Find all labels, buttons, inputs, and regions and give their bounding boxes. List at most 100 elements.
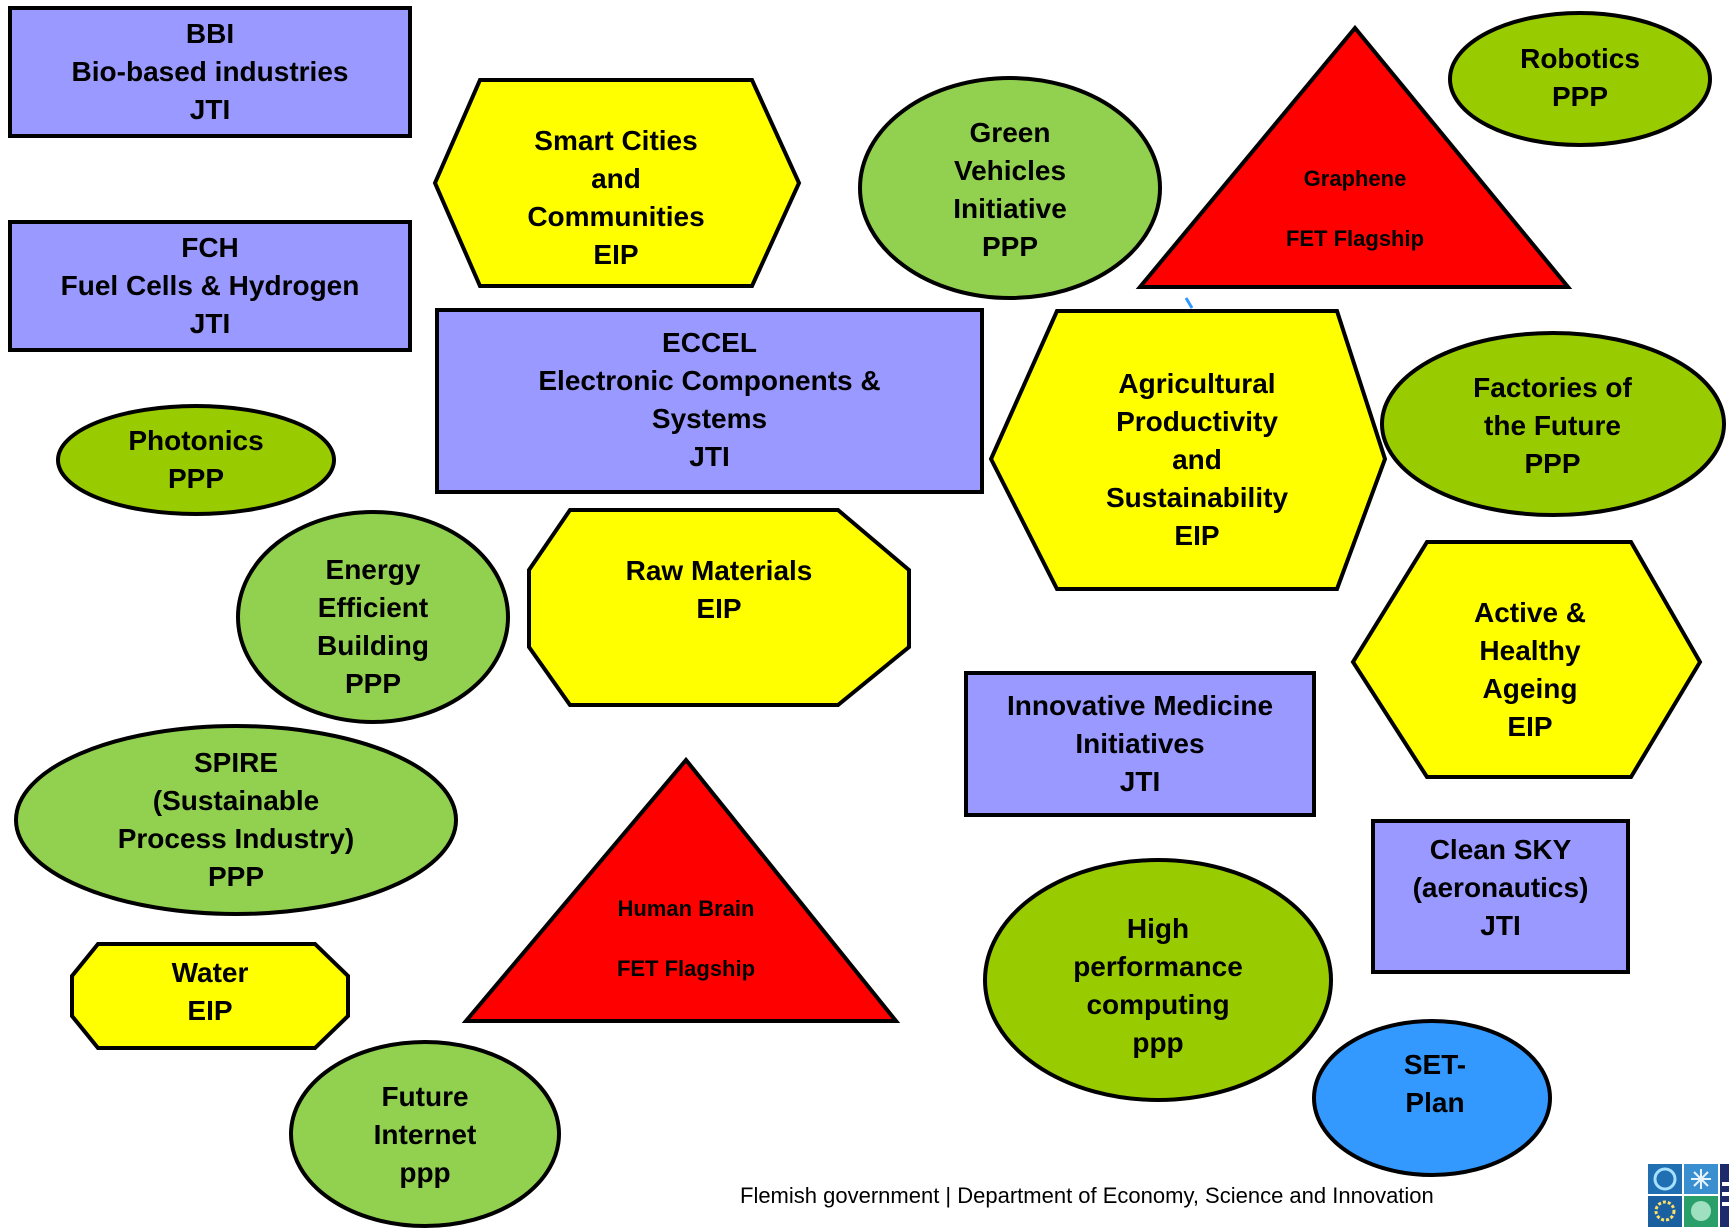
eccel-line-2: Electronic Components & <box>538 365 881 396</box>
graphene-line-1: Graphene <box>1303 166 1407 191</box>
set-plan-line-2: Plan <box>1405 1087 1465 1118</box>
water-label: Water EIP <box>72 952 348 1032</box>
ahag-line-1: Active & <box>1473 597 1587 628</box>
bbi-label: BBI Bio-based industries JTI <box>10 8 410 136</box>
connector-mark <box>1184 297 1194 309</box>
factories-line-2: the Future <box>1484 410 1621 441</box>
eccel-line-3: Systems <box>651 403 768 434</box>
ahag-line-4: EIP <box>1507 711 1553 742</box>
agricultural-line-3: and <box>1172 444 1222 475</box>
fch-label: FCH Fuel Cells & Hydrogen JTI <box>10 222 410 350</box>
eccel-box <box>435 308 984 494</box>
agricultural-line-5: EIP <box>1174 520 1220 551</box>
factories-future-label: Factories of the Future PPP <box>1420 366 1685 486</box>
robotics-line-1: Robotics <box>1520 43 1640 74</box>
set-plan-ellipse <box>1312 1019 1552 1177</box>
bbi-box <box>8 6 412 138</box>
eeb-line-1: Energy <box>325 554 421 585</box>
clean-sky-label: Clean SKY (aeronautics) JTI <box>1373 826 1628 950</box>
hpc-line-3: computing <box>1086 989 1230 1020</box>
eeb-line-4: PPP <box>344 668 402 699</box>
graphene-line-3: FET Flagship <box>1285 226 1425 251</box>
factories-line-3: PPP <box>1524 448 1581 479</box>
ewi-logo <box>1646 1162 1729 1229</box>
active-healthy-ageing-label: Active & Healthy Ageing EIP <box>1420 590 1640 750</box>
water-octagon <box>70 942 350 1050</box>
spire-line-4: PPP <box>207 861 265 892</box>
fch-line-2: Fuel Cells & Hydrogen <box>60 270 360 301</box>
human-brain-line-3: FET Flagship <box>616 956 756 981</box>
bbi-line-2: Bio-based industries <box>71 56 349 87</box>
future-internet-label: Future Internet ppp <box>310 1075 540 1195</box>
hpc-line-4: ppp <box>1132 1027 1184 1058</box>
hpc-line-1: High <box>1126 913 1190 944</box>
hpc-line-2: performance <box>1073 951 1243 982</box>
green-vehicles-label: Green Vehicles Initiative PPP <box>880 110 1140 270</box>
clean-sky-line-1: Clean SKY <box>1429 834 1572 865</box>
factories-line-1: Factories of <box>1473 372 1632 403</box>
green-vehicles-line-1: Green <box>969 117 1051 148</box>
clean-sky-line-3: JTI <box>1480 910 1521 941</box>
innovative-medicine-line-1: Innovative Medicine <box>1006 690 1274 721</box>
photonics-ellipse <box>56 404 336 516</box>
smart-cities-label: Smart Cities and Communities EIP <box>480 118 752 278</box>
footer-text: Flemish government | Department of Econo… <box>740 1183 1434 1208</box>
robotics-ellipse <box>1448 11 1712 147</box>
eeb-line-2: Efficient <box>317 592 429 623</box>
smart-cities-line-1: Smart Cities <box>534 125 698 156</box>
agricultural-line-1: Agricultural <box>1118 368 1276 399</box>
raw-materials-label: Raw Materials EIP <box>529 548 909 632</box>
photonics-label: Photonics PPP <box>58 410 334 510</box>
spire-label: SPIRE (Sustainable Process Industry) PPP <box>40 740 432 900</box>
bbi-line-3: JTI <box>189 94 231 125</box>
agricultural-label: Agricultural Productivity and Sustainabi… <box>1057 360 1337 560</box>
photonics-line-1: Photonics <box>128 425 264 456</box>
fch-box <box>8 220 412 352</box>
human-brain-line-1: Human Brain <box>617 896 755 921</box>
green-vehicles-line-3: Initiative <box>953 193 1067 224</box>
energy-efficient-building-ellipse <box>236 510 510 724</box>
high-performance-computing-label: High performance computing ppp <box>1010 906 1306 1066</box>
eeb-line-3: Building <box>317 630 429 661</box>
eccel-line-4: JTI <box>689 441 730 472</box>
smart-cities-hexagon <box>432 78 802 288</box>
green-vehicles-ellipse <box>858 76 1162 300</box>
human-brain-label: Human Brain FET Flagship <box>560 884 812 994</box>
eccel-label: ECCEL Electronic Components & Systems JT… <box>437 320 982 480</box>
graphene-triangle <box>1135 24 1573 289</box>
innovative-medicine-label: Innovative Medicine Initiatives JTI <box>966 682 1314 806</box>
fch-line-3: JTI <box>189 308 231 339</box>
set-plan-line-1: SET- <box>1403 1049 1467 1080</box>
innovative-medicine-line-2: Initiatives <box>1075 728 1205 759</box>
green-vehicles-line-4: PPP <box>981 231 1039 262</box>
active-healthy-ageing-hexagon <box>1350 540 1703 779</box>
robotics-label: Robotics PPP <box>1470 38 1690 118</box>
ahag-line-3: Ageing <box>1482 673 1578 704</box>
ahag-line-2: Healthy <box>1479 635 1581 666</box>
raw-materials-octagon <box>527 508 911 707</box>
robotics-line-2: PPP <box>1551 81 1609 112</box>
agricultural-line-4: Sustainability <box>1105 482 1289 513</box>
fch-line-1: FCH <box>181 232 239 263</box>
water-line-2: EIP <box>187 995 233 1026</box>
future-internet-line-2: Internet <box>373 1119 477 1150</box>
eccel-line-1: ECCEL <box>662 327 757 358</box>
bbi-line-1: BBI <box>185 18 235 49</box>
high-performance-computing-ellipse <box>983 858 1333 1102</box>
smart-cities-line-2: and <box>591 163 641 194</box>
clean-sky-box <box>1371 819 1630 974</box>
factories-future-ellipse <box>1380 331 1726 517</box>
agricultural-line-2: Productivity <box>1116 406 1278 437</box>
energy-efficient-building-label: Energy Efficient Building PPP <box>260 547 486 707</box>
innovative-medicine-box <box>964 671 1316 817</box>
photonics-line-2: PPP <box>167 463 225 494</box>
graphene-label: Graphene FET Flagship <box>1230 154 1480 264</box>
innovative-medicine-line-3: JTI <box>1119 766 1161 797</box>
future-internet-line-3: ppp <box>399 1157 451 1188</box>
future-internet-ellipse <box>289 1040 561 1228</box>
raw-materials-line-2: EIP <box>696 593 742 624</box>
smart-cities-line-4: EIP <box>593 239 639 270</box>
raw-materials-line-1: Raw Materials <box>625 555 813 586</box>
water-line-1: Water <box>171 957 249 988</box>
